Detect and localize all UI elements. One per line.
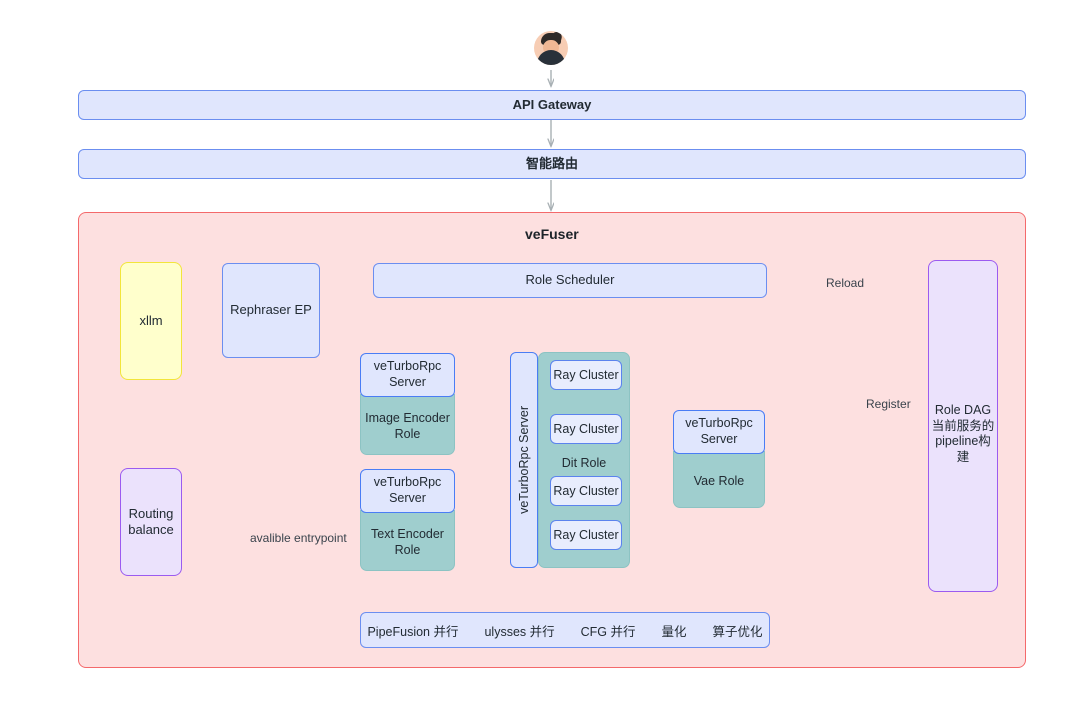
vefuser-title: veFuser [525, 226, 579, 242]
image-encoder-role-label-line1: Image Encoder [365, 410, 450, 425]
vae-role-group[interactable]: veTurboRpc Server Vae Role [673, 410, 765, 511]
feature-quantization: 量化 [661, 624, 687, 639]
edge-label-register: Register [866, 397, 911, 411]
feature-pipefusion: PipeFusion 并行 [367, 624, 459, 639]
api-gateway-label: API Gateway [512, 96, 592, 112]
role-dag-label-line2: 当前服务的 [931, 418, 995, 433]
rpc-server-label-line2: Server [389, 375, 426, 389]
dit-rpc-server[interactable]: veTurboRpc Server [510, 352, 538, 568]
routing-balance-node[interactable]: Routing balance [120, 468, 182, 576]
role-scheduler-label: Role Scheduler [525, 272, 615, 288]
optimization-feature-bar[interactable]: PipeFusion 并行 ulysses 并行 CFG 并行 量化 算子优化 [360, 612, 770, 648]
dit-role-group[interactable]: veTurboRpc Server Ray Cluster Ray Cluste… [510, 352, 630, 568]
role-scheduler-node[interactable]: Role Scheduler [373, 263, 767, 298]
feature-operator-optimization: 算子优化 [712, 624, 763, 639]
rephraser-ep-node[interactable]: Rephraser EP [222, 263, 320, 358]
feature-cfg: CFG 并行 [580, 624, 636, 639]
rpc-server-label-line1: veTurboRpc [373, 359, 442, 374]
ray-cluster-2[interactable]: Ray Cluster [550, 414, 622, 444]
rpc-server-label-line1: veTurboRpc [373, 475, 442, 490]
edge-label-available-entrypoint: avalible entrypoint [250, 531, 347, 545]
routing-balance-label-line2: balance [128, 522, 174, 537]
role-dag-label-line3: pipeline构建 [935, 434, 991, 464]
text-encoder-role-label-line2: Role [394, 543, 421, 557]
text-encoder-role-label-line1: Text Encoder [371, 526, 444, 541]
ray-cluster-label: Ray Cluster [553, 368, 619, 382]
vae-rpc-server[interactable]: veTurboRpc Server [673, 410, 765, 454]
xllm-node[interactable]: xllm [120, 262, 182, 380]
ray-cluster-label: Ray Cluster [553, 528, 619, 542]
edge-label-reload: Reload [826, 276, 865, 290]
image-encoder-rpc-server[interactable]: veTurboRpc Server [360, 353, 455, 397]
smart-router-node[interactable]: 智能路由 [78, 149, 1026, 179]
ray-cluster-label: Ray Cluster [553, 422, 619, 436]
user-avatar-icon [534, 31, 568, 65]
feature-ulysses: ulysses 并行 [484, 624, 555, 639]
text-encoder-role-body: Text Encoder Role [360, 510, 455, 571]
role-dag-node[interactable]: Role DAG 当前服务的 pipeline构建 [928, 260, 998, 592]
vae-role-body: Vae Role [673, 451, 765, 508]
routing-balance-label-line1: Routing [128, 505, 174, 521]
ray-cluster-label: Ray Cluster [553, 484, 619, 498]
image-encoder-role-body: Image Encoder Role [360, 394, 455, 455]
image-encoder-role-group[interactable]: veTurboRpc Server Image Encoder Role [360, 353, 455, 458]
ray-cluster-4[interactable]: Ray Cluster [550, 520, 622, 550]
smart-router-label: 智能路由 [525, 155, 578, 171]
rephraser-ep-label: Rephraser EP [230, 302, 312, 318]
ray-cluster-1[interactable]: Ray Cluster [550, 360, 622, 390]
api-gateway-node[interactable]: API Gateway [78, 90, 1026, 120]
text-encoder-rpc-server[interactable]: veTurboRpc Server [360, 469, 455, 513]
xllm-label: xllm [139, 312, 163, 328]
rpc-server-label-line2: Server [700, 432, 738, 446]
rpc-server-label-line1: veTurboRpc [685, 416, 753, 431]
rpc-server-label-line2: Server [389, 491, 426, 505]
role-dag-label-line1: Role DAG [934, 403, 992, 417]
image-encoder-role-label-line2: Role [394, 427, 421, 441]
vae-role-label: Vae Role [693, 473, 745, 488]
ray-cluster-3[interactable]: Ray Cluster [550, 476, 622, 506]
text-encoder-role-group[interactable]: veTurboRpc Server Text Encoder Role [360, 469, 455, 574]
dit-role-label: Dit Role [561, 456, 607, 470]
dit-rpc-server-label: veTurboRpc Server [517, 406, 531, 514]
